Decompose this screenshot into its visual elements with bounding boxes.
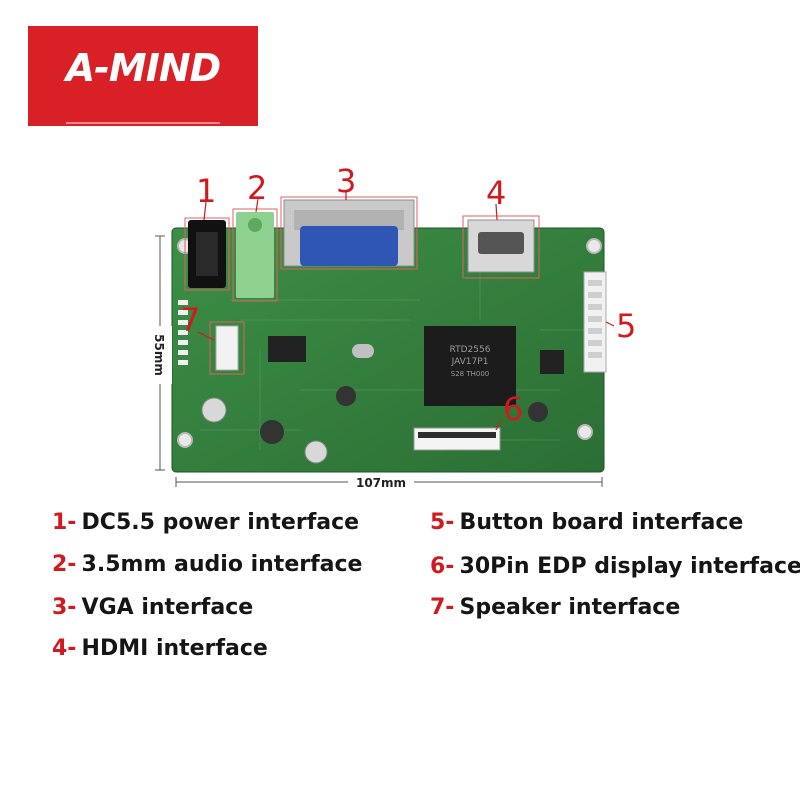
brand-logo: A-MIND [28,26,258,126]
legend-text-5: Button board interface [459,510,744,535]
legend-text-4: HDMI interface [81,636,268,661]
button-header-pins [588,280,602,358]
capacitor-1 [201,397,227,423]
callout-6: 6 [503,390,523,428]
audio-jack-hole [248,218,262,232]
legend-text-1: DC5.5 power interface [81,510,360,535]
side-pads [178,300,188,365]
legend-item-7: 7- Speaker interface [430,595,680,620]
brand-logo-text: A-MIND [65,46,221,90]
width-label-bg [348,474,414,490]
callout-1: 1 [196,172,216,210]
callout-box-3 [280,196,418,270]
vga-body [300,226,398,266]
dc-jack-inner [196,232,218,276]
legend-num-7: 7- [430,595,455,620]
width-label: 107mm [356,476,406,490]
chip-marking-2: JAV17P1 [451,357,489,367]
callout-box-7 [209,321,245,375]
vga-shell [294,210,404,230]
edp-connector [413,427,501,451]
legend-num-1: 1- [52,510,77,535]
height-label: 55mm [152,334,166,376]
legend-num-5: 5- [430,510,455,535]
callout-box-2 [232,208,278,302]
legend-item-2: 2- 3.5mm audio interface [52,552,362,577]
legend-num-4: 4- [52,636,77,661]
main-chip [424,326,516,406]
legend-item-5: 5- Button board interface [430,510,743,535]
chip-marking-1: RTD2556 [450,345,491,355]
speaker-header [215,325,239,371]
callout-7: 7 [180,301,200,339]
legend-item-6: 6- 30Pin EDP display interface [430,554,800,579]
callout-3: 3 [336,162,356,200]
height-label-bg [148,326,172,384]
logo-underline [66,122,220,124]
audio-jack [236,212,274,298]
legend-text-3: VGA interface [81,595,254,620]
callout-box-1 [184,217,230,291]
legend-item-3: 3- VGA interface [52,595,253,620]
crystal [352,344,374,358]
ic-chip-small [268,336,306,362]
callout-box-4 [462,215,540,279]
hdmi-port [478,232,524,254]
board-diagram: RTD2556 JAV17P1 S28 TH000 1 2 3 4 5 6 7 [148,162,637,490]
legend-num-2: 2- [52,552,77,577]
inductor-1 [260,420,284,444]
inductor-3 [528,402,548,422]
legend-text-2: 3.5mm audio interface [81,552,363,577]
callout-5: 5 [616,307,636,345]
legend-text-7: Speaker interface [459,595,681,620]
legend-item-4: 4- HDMI interface [52,636,268,661]
callout-2: 2 [247,169,267,207]
legend-num-3: 3- [52,595,77,620]
legend-item-1: 1- DC5.5 power interface [52,510,359,535]
legend-num-6: 6- [430,554,455,579]
leader-lines [197,192,615,431]
legend-text-6: 30Pin EDP display interface [459,554,800,579]
edp-slot [418,432,496,438]
chip-marking-3: S28 TH000 [451,370,489,378]
inductor-2 [336,386,356,406]
ic-chip-right [540,350,564,374]
callout-4: 4 [486,174,506,212]
capacitor-2 [304,440,328,464]
